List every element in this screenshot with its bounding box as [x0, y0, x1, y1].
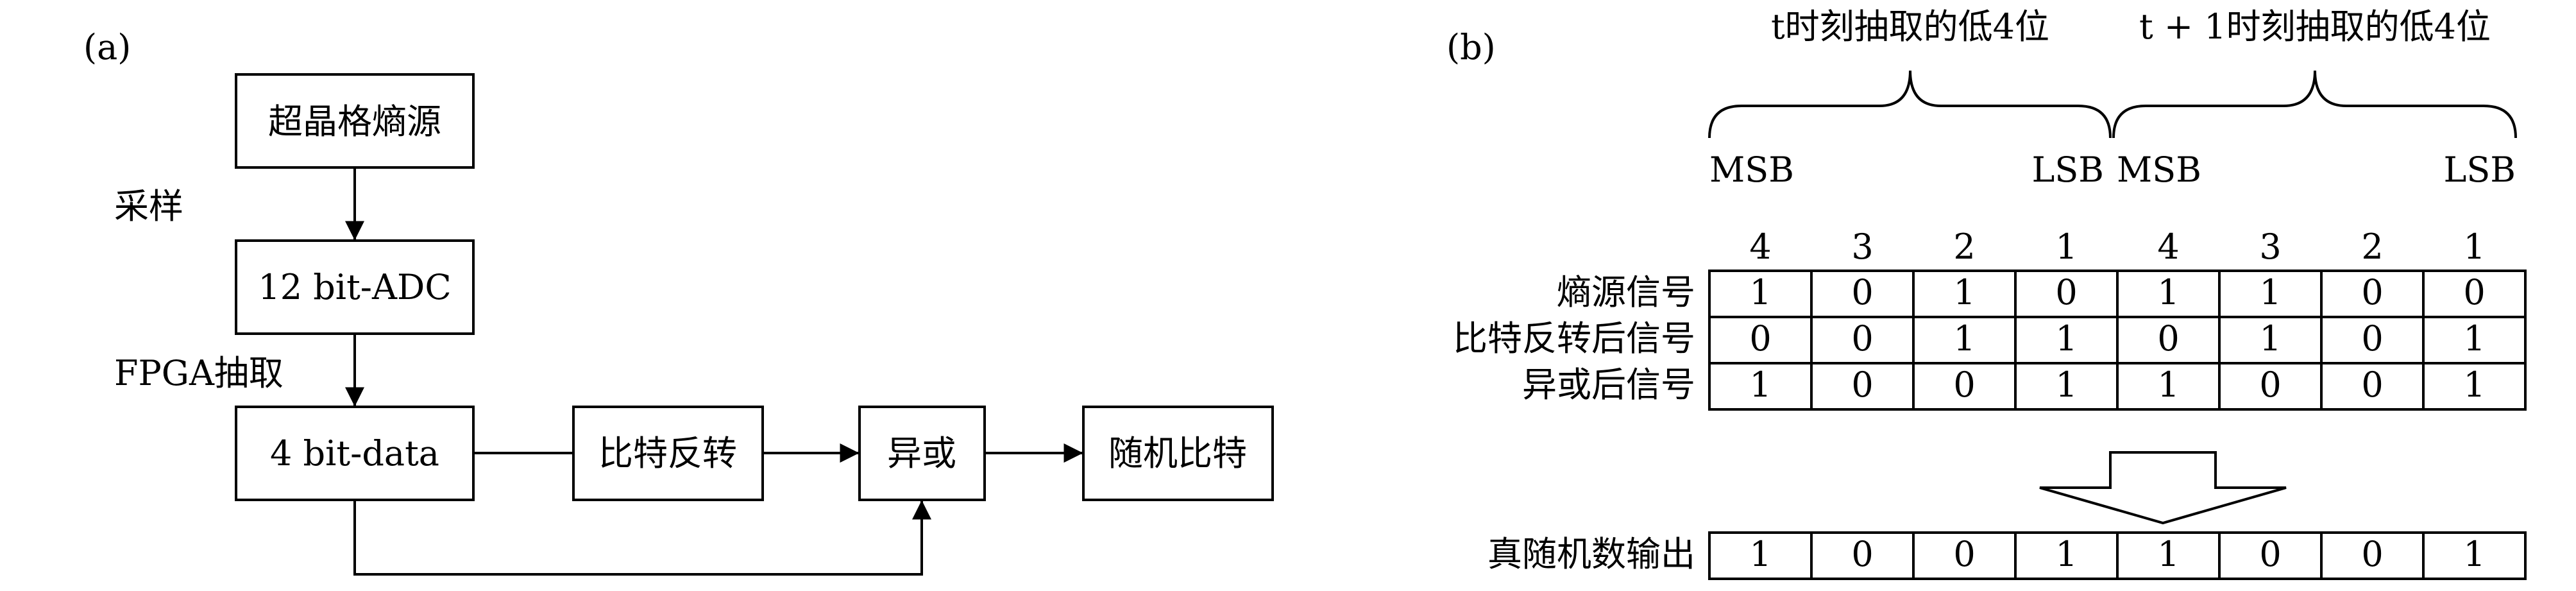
bit-index-label: 1	[2463, 227, 2485, 267]
xor-label: 异或	[887, 433, 956, 474]
bit-value: 1	[1953, 318, 1975, 359]
panel-b-label: (b)	[1446, 27, 1496, 67]
bit-value: 0	[2361, 272, 2383, 313]
arrow-data-to-xor-bypass	[353, 500, 931, 576]
group-t1-label: t + 1时刻抽取的低4位	[2139, 6, 2491, 47]
bit-flip-label: 比特反转	[598, 433, 737, 474]
bit-value: 0	[2463, 272, 2485, 313]
bit-value: 0	[1749, 318, 1771, 359]
output-bit-value: 0	[1851, 534, 1873, 574]
bit-value: 0	[2361, 318, 2383, 359]
output-bit-value: 1	[2463, 534, 2485, 574]
bit-index-label: 2	[2361, 227, 2383, 267]
brace-t	[1708, 70, 2112, 139]
bit-value: 1	[2157, 364, 2179, 405]
bit-value: 1	[2055, 318, 2077, 359]
bit-index-label: 3	[2259, 227, 2281, 267]
bit-value: 0	[2157, 318, 2179, 359]
row-label: 异或后信号	[1522, 364, 1695, 405]
panel-b: (b) t时刻抽取的低4位 t + 1时刻抽取的低4位 MSB LSB MSB …	[1446, 6, 2527, 580]
bit-value: 0	[2361, 364, 2383, 405]
data4-label: 4 bit-data	[270, 433, 439, 474]
bit-table: 熵源信号 1 0 1 0 1 1 0 0 比特反转后信号 0 0 1 1 0 1 0 1 异或后信号 1 0 0 1 1 0 0 1	[1453, 270, 2527, 411]
msb-label-t: MSB	[1709, 150, 1794, 190]
bit-cell	[2422, 362, 2527, 411]
bit-value: 0	[2259, 364, 2281, 405]
bit-index-label: 1	[2055, 227, 2077, 267]
bit-index-label: 4	[2157, 227, 2179, 267]
lsb-label-t: LSB	[2031, 150, 2104, 190]
sampling-label: 采样	[114, 186, 183, 227]
output-bit-value: 1	[2157, 534, 2179, 574]
output-bit-value: 0	[2361, 534, 2383, 574]
bit-value: 1	[2157, 272, 2179, 313]
bit-value: 1	[1749, 272, 1771, 313]
group-t-label: t时刻抽取的低4位	[1771, 6, 2049, 47]
output-row-label: 真随机数输出	[1487, 534, 1695, 574]
panel-a: (a) 超晶格熵源 采样 12 bit-ADC FPGA抽取 4 bit-dat…	[83, 27, 1274, 576]
output-bit-value: 0	[2259, 534, 2281, 574]
bit-index-label: 2	[1953, 227, 1975, 267]
brace-t1	[2112, 70, 2517, 139]
output-bit-cell	[2422, 531, 2527, 580]
bit-value: 1	[2055, 364, 2077, 405]
bit-index-label: 4	[1749, 227, 1771, 267]
adc-label: 12 bit-ADC	[258, 267, 451, 307]
entropy-source-label: 超晶格熵源	[268, 101, 441, 142]
output-bit-value: 0	[1953, 534, 1975, 574]
bit-index-label: 3	[1851, 227, 1873, 267]
random-bits-label: 随机比特	[1108, 433, 1247, 474]
down-arrow-icon	[2039, 451, 2287, 525]
bit-value: 1	[2463, 364, 2485, 405]
bit-value: 0	[2055, 272, 2077, 313]
bit-value: 0	[1851, 272, 1873, 313]
bit-index-row: 4 3 2 1 4 3 2 1	[1749, 227, 2485, 267]
lsb-label-t1: LSB	[2443, 150, 2516, 190]
row-label: 比特反转后信号	[1453, 318, 1695, 359]
bit-value: 0	[1953, 364, 1975, 405]
bit-value: 0	[1851, 364, 1873, 405]
msb-label-t1: MSB	[2117, 150, 2201, 190]
bit-value: 1	[1749, 364, 1771, 405]
row-label: 熵源信号	[1557, 272, 1695, 313]
bit-value: 1	[2259, 272, 2281, 313]
bit-value: 1	[1953, 272, 1975, 313]
panel-a-label: (a)	[83, 27, 131, 67]
fpga-extract-label: FPGA抽取	[114, 353, 284, 393]
bit-value: 1	[2259, 318, 2281, 359]
bit-value: 0	[1851, 318, 1873, 359]
bit-value: 1	[2463, 318, 2485, 359]
random-bits-box	[1082, 406, 1274, 501]
output-bit-value: 1	[2055, 534, 2077, 574]
output-bit-value: 1	[1749, 534, 1771, 574]
output-table: 真随机数输出 1 0 0 1 1 0 0 1	[1487, 531, 2527, 580]
